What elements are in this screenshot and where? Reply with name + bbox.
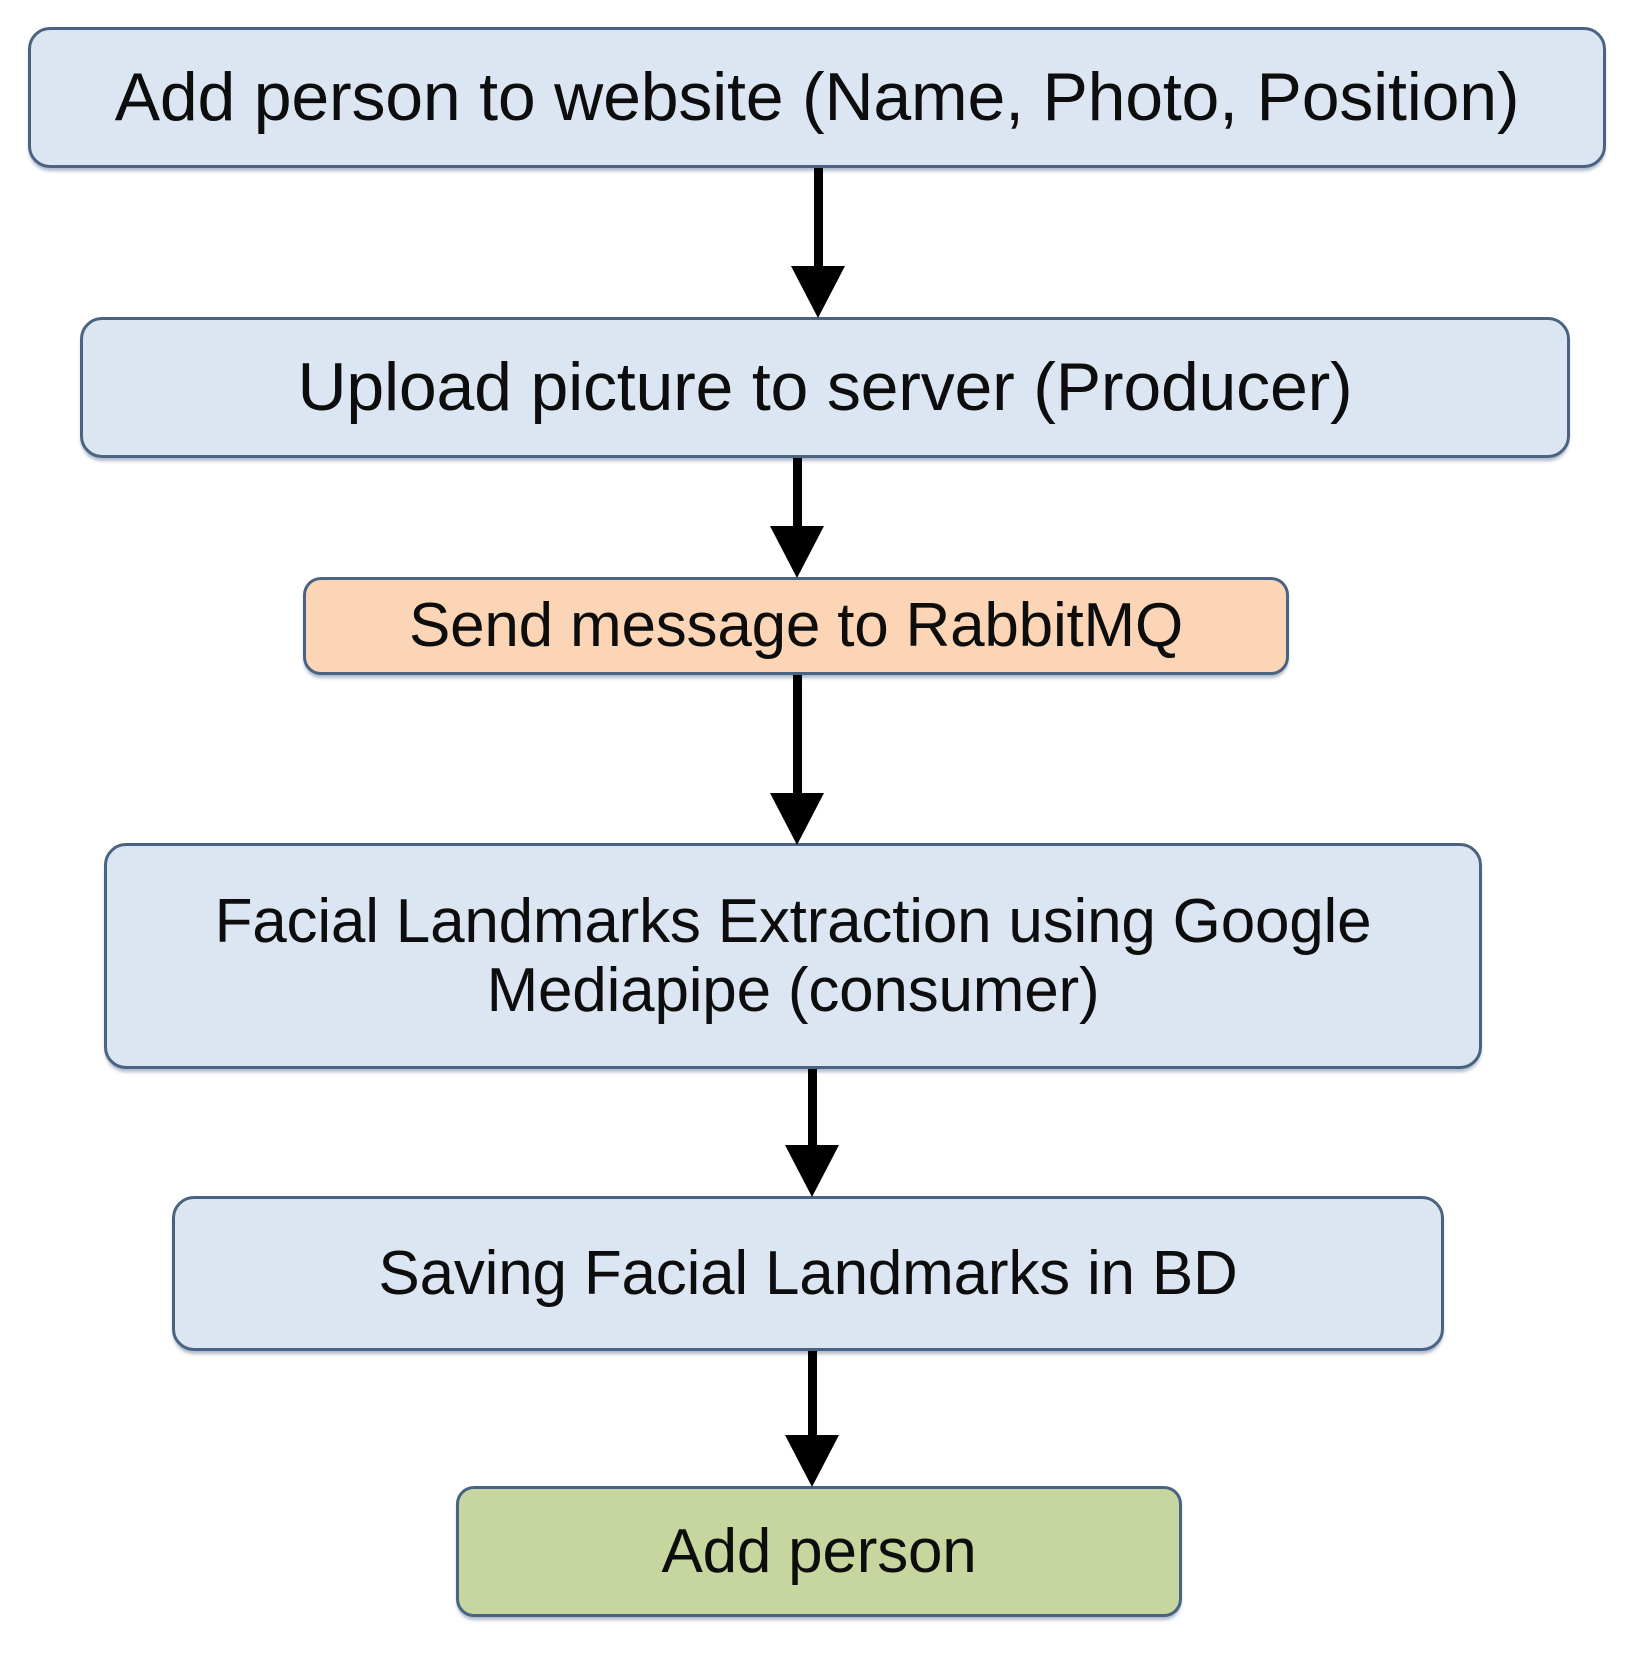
flow-node-label: Facial Landmarks Extraction using Google… (214, 886, 1372, 1025)
arrow-stem (807, 1351, 817, 1435)
flow-node-upload-picture-to-server[interactable]: Upload picture to server (Producer) (80, 317, 1570, 458)
flow-node-send-message-to-rabbitmq[interactable]: Send message to RabbitMQ (303, 577, 1289, 675)
arrow-stem (792, 675, 802, 793)
flow-node-label: Saving Facial Landmarks in BD (378, 1238, 1238, 1308)
arrow-head-icon (785, 1435, 839, 1487)
arrow-head-icon (770, 526, 824, 578)
arrow-stem (792, 458, 802, 526)
flow-node-label: Add person to website (Name, Photo, Posi… (114, 59, 1520, 136)
arrow-head-icon (791, 266, 845, 318)
flow-node-label: Add person (661, 1516, 977, 1586)
flow-node-label: Upload picture to server (Producer) (297, 349, 1353, 426)
arrow-stem (813, 168, 823, 266)
arrow-stem (807, 1069, 817, 1145)
flow-node-label: Send message to RabbitMQ (408, 591, 1184, 661)
arrow-head-icon (770, 793, 824, 845)
flow-node-add-person[interactable]: Add person (456, 1486, 1182, 1617)
flow-node-add-person-to-website[interactable]: Add person to website (Name, Photo, Posi… (28, 27, 1606, 168)
arrow-head-icon (785, 1145, 839, 1197)
flow-node-saving-facial-landmarks-in-bd[interactable]: Saving Facial Landmarks in BD (172, 1196, 1444, 1351)
flow-node-facial-landmarks-extraction[interactable]: Facial Landmarks Extraction using Google… (104, 843, 1482, 1069)
